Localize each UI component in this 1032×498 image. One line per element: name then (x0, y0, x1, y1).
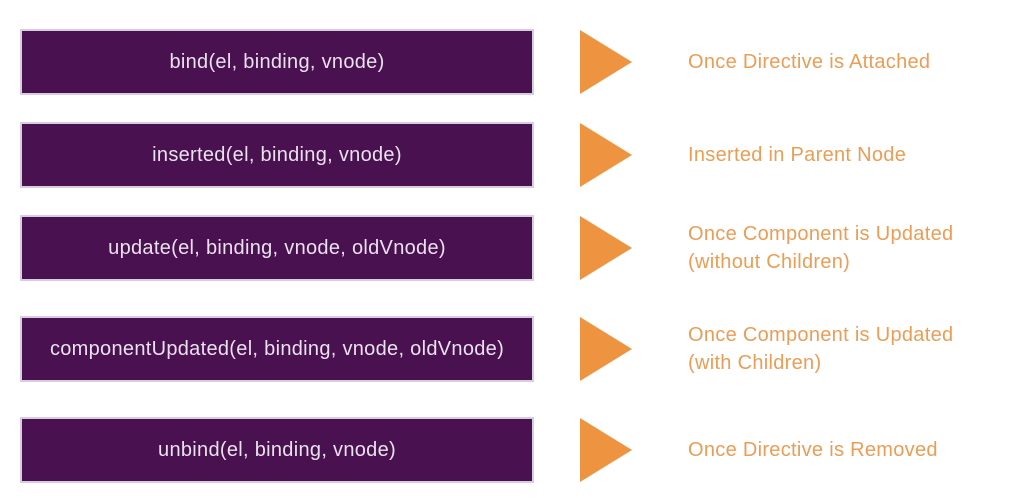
right-triangle-icon (580, 123, 632, 187)
lifecycle-row-unbind: unbind(el, binding, vnode) Once Directiv… (0, 417, 1032, 483)
result-label: Once Component is Updated (with Children… (688, 316, 988, 382)
hook-label: update(el, binding, vnode, oldVnode) (108, 236, 446, 259)
result-line: Once Component is Updated (688, 223, 954, 245)
hook-label: bind(el, binding, vnode) (169, 50, 385, 73)
lifecycle-row-update: update(el, binding, vnode, oldVnode) Onc… (0, 215, 1032, 281)
hook-box: bind(el, binding, vnode) (20, 29, 534, 95)
result-line: (with Children) (688, 352, 822, 374)
result-label: Once Directive is Attached (688, 29, 988, 95)
lifecycle-row-inserted: inserted(el, binding, vnode) Inserted in… (0, 122, 1032, 188)
right-triangle-icon (580, 216, 632, 280)
hook-label: inserted(el, binding, vnode) (152, 143, 402, 166)
hook-box: unbind(el, binding, vnode) (20, 417, 534, 483)
lifecycle-row-componentUpdated: componentUpdated(el, binding, vnode, old… (0, 316, 1032, 382)
right-triangle-icon (580, 30, 632, 94)
result-label: Once Component is Updated (without Child… (688, 215, 988, 281)
result-line: Once Directive is Removed (688, 439, 938, 461)
hook-label: unbind(el, binding, vnode) (158, 438, 396, 461)
lifecycle-row-bind: bind(el, binding, vnode) Once Directive … (0, 29, 1032, 95)
result-label: Once Directive is Removed (688, 417, 988, 483)
right-triangle-icon (580, 317, 632, 381)
hook-box: componentUpdated(el, binding, vnode, old… (20, 316, 534, 382)
result-line: (without Children) (688, 251, 851, 273)
hook-box: update(el, binding, vnode, oldVnode) (20, 215, 534, 281)
right-triangle-icon (580, 418, 632, 482)
result-line: Once Directive is Attached (688, 51, 931, 73)
hook-label: componentUpdated(el, binding, vnode, old… (49, 337, 505, 360)
result-line: Once Component is Updated (688, 324, 954, 346)
result-label: Inserted in Parent Node (688, 122, 988, 188)
result-line: Inserted in Parent Node (688, 144, 907, 166)
hook-box: inserted(el, binding, vnode) (20, 122, 534, 188)
